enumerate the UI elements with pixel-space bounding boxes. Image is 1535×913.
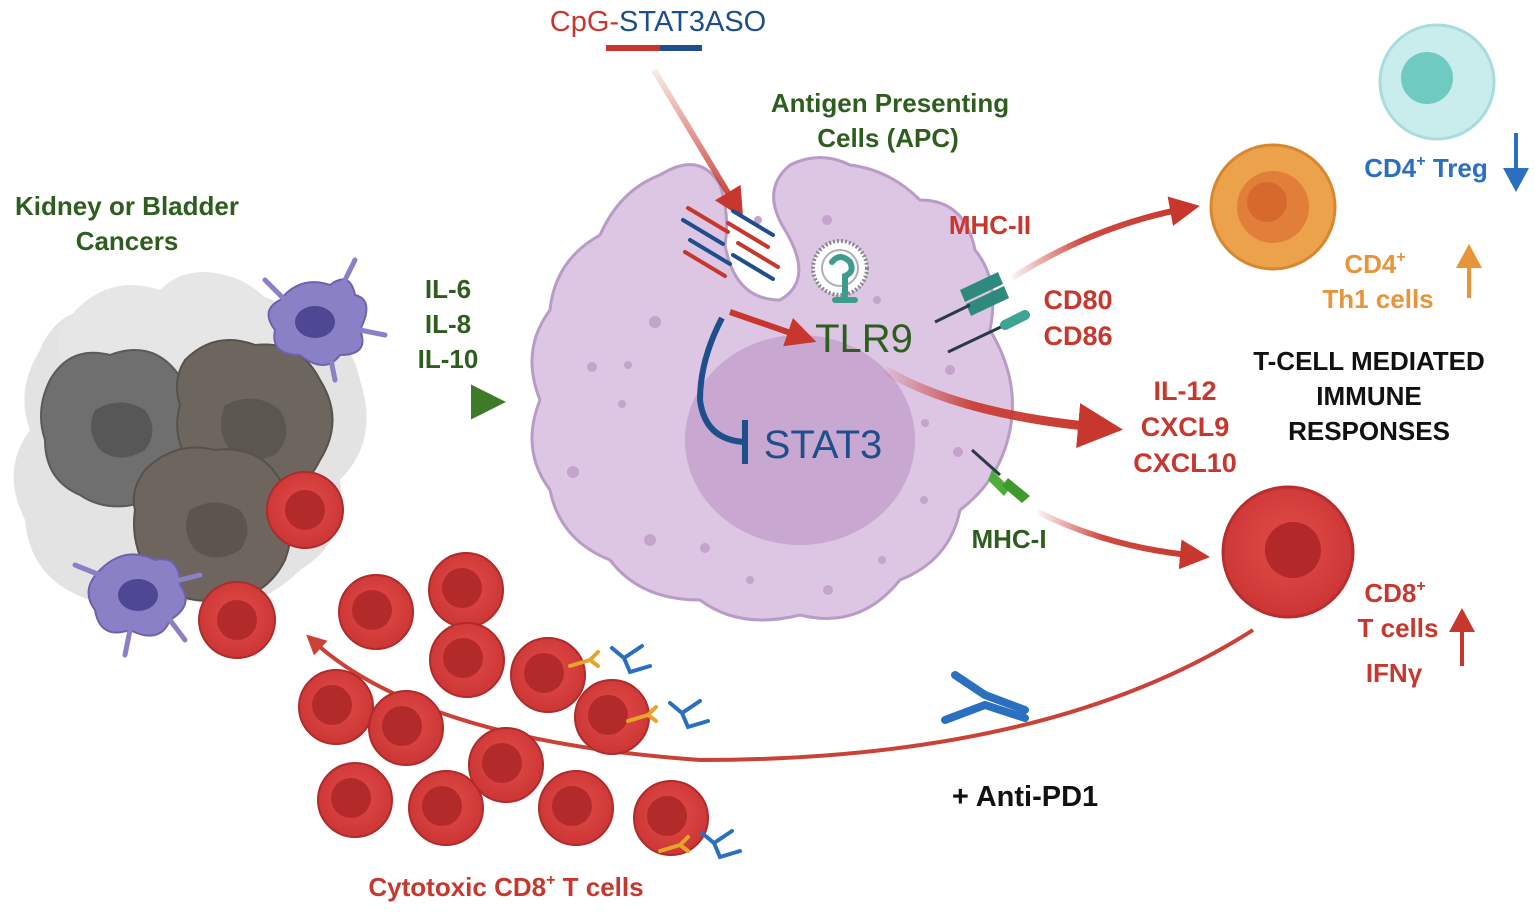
- anti-pd1-antibody-icon: [941, 671, 1029, 724]
- apc-label-line2: Cells (APC): [817, 123, 959, 153]
- response-line3: RESPONSES: [1288, 416, 1450, 446]
- apc-to-cd8-arrow: [1036, 509, 1210, 570]
- apc-nucleus: [685, 335, 915, 545]
- tlr9-label: TLR9: [815, 317, 913, 361]
- ctl-rest: T cells: [555, 872, 643, 902]
- cd86-label: CD86: [1043, 321, 1112, 351]
- cd8-label-line3: IFNγ: [1366, 658, 1423, 688]
- ctl-cell: [298, 669, 374, 745]
- dendritic-cell: [262, 257, 388, 383]
- ctl-cell: [338, 574, 414, 650]
- dendritic-cell: [72, 553, 203, 658]
- apc-to-cytokines-arrow: [882, 366, 1123, 448]
- pd1-antibody-pair-icon: [568, 644, 652, 675]
- ctl-sup: +: [546, 872, 555, 889]
- th1-label-line2: Th1 cells: [1322, 284, 1433, 314]
- cd8-label-line2: T cells: [1358, 613, 1439, 643]
- cytokine-cxcl10: CXCL10: [1133, 448, 1237, 478]
- ctl-cell: [633, 780, 709, 856]
- response-line2: IMMUNE: [1316, 381, 1421, 411]
- cd8-up-arrow-icon: [1449, 608, 1475, 666]
- ctl-label: Cytotoxic CD8+ T cells: [368, 872, 643, 902]
- stat3-label: STAT3: [764, 423, 883, 467]
- tlr9-endosome-icon: [811, 239, 869, 303]
- cd8-label-line1: CD8+: [1364, 578, 1425, 608]
- cytokine-cxcl9: CXCL9: [1141, 412, 1230, 442]
- tumor-label-line2: Cancers: [76, 226, 179, 256]
- cd80-label: CD80: [1043, 285, 1112, 315]
- pd1-antibody-pair-icon: [658, 829, 742, 860]
- ctl-cell: [428, 552, 504, 628]
- th1-cell: [1209, 143, 1337, 271]
- tumor-nucleus: [186, 502, 248, 558]
- mhc1-molecule-icon: [971, 448, 1030, 503]
- cd8-t-cell: [1221, 485, 1355, 619]
- tumor-cluster: [13, 257, 388, 659]
- ctl-cell: [368, 690, 444, 766]
- treg-sup: +: [1416, 153, 1425, 170]
- ctl-cell: [468, 727, 544, 803]
- th1-label-line1: CD4+: [1344, 249, 1405, 279]
- response-line1: T-CELL MEDIATED: [1253, 346, 1485, 376]
- cd8-sup: +: [1416, 578, 1425, 595]
- mhc2-molecule-icon: [934, 272, 1030, 354]
- anti-pd1-label: + Anti-PD1: [952, 781, 1098, 813]
- ctl-cell: [317, 762, 393, 838]
- ctl-cell: [510, 637, 586, 713]
- apc-to-th1-arrow: [1010, 196, 1200, 281]
- drug-entry-arrow: [651, 68, 744, 219]
- apc-granules: [567, 215, 963, 595]
- treg-down-arrow-icon: [1503, 133, 1529, 192]
- ctl-cell: [538, 770, 614, 846]
- ctl-cell: [408, 770, 484, 846]
- treg-base: CD4: [1364, 153, 1417, 183]
- drug-name: STAT3ASO: [619, 6, 766, 38]
- ctl-cell: [429, 622, 505, 698]
- treg-cell: [1378, 23, 1496, 141]
- tumor-nucleus: [91, 402, 153, 458]
- drug-prefix: CpG-: [550, 6, 619, 38]
- th1-up-arrow-icon: [1456, 244, 1482, 298]
- drug-label: CpG-STAT3ASO: [550, 6, 766, 38]
- th1-base: CD4: [1344, 249, 1397, 279]
- ctl-base: Cytotoxic CD8: [368, 872, 546, 902]
- treg-label: CD4+ Treg: [1364, 153, 1488, 183]
- pd1-antibody-pair-icon: [626, 699, 710, 730]
- cytokine-il12: IL-12: [1153, 376, 1216, 406]
- apc-label-line1: Antigen Presenting: [771, 88, 1009, 118]
- treg-rest: Treg: [1426, 153, 1488, 183]
- oligo-to-tlr9-arrow: [729, 309, 817, 347]
- mhc1-label: MHC-I: [971, 524, 1046, 554]
- mhc2-label: MHC-II: [949, 210, 1031, 240]
- tumor-nucleus: [221, 398, 287, 459]
- cytokine-il8: IL-8: [425, 309, 471, 339]
- ctl-cell: [574, 679, 650, 755]
- tumor-label-line1: Kidney or Bladder: [15, 191, 239, 221]
- t-cell: [198, 581, 276, 659]
- cytokine-il10: IL-10: [418, 344, 479, 374]
- t-cell: [266, 471, 344, 549]
- cytokine-il6: IL-6: [425, 274, 471, 304]
- stat3-inhibition-line: [696, 316, 746, 445]
- apc-cell: [530, 156, 1014, 622]
- cd8-base: CD8: [1364, 578, 1416, 608]
- ctl-cluster: [298, 552, 742, 860]
- th1-sup: +: [1396, 249, 1405, 266]
- endosome-oligos: [681, 206, 780, 281]
